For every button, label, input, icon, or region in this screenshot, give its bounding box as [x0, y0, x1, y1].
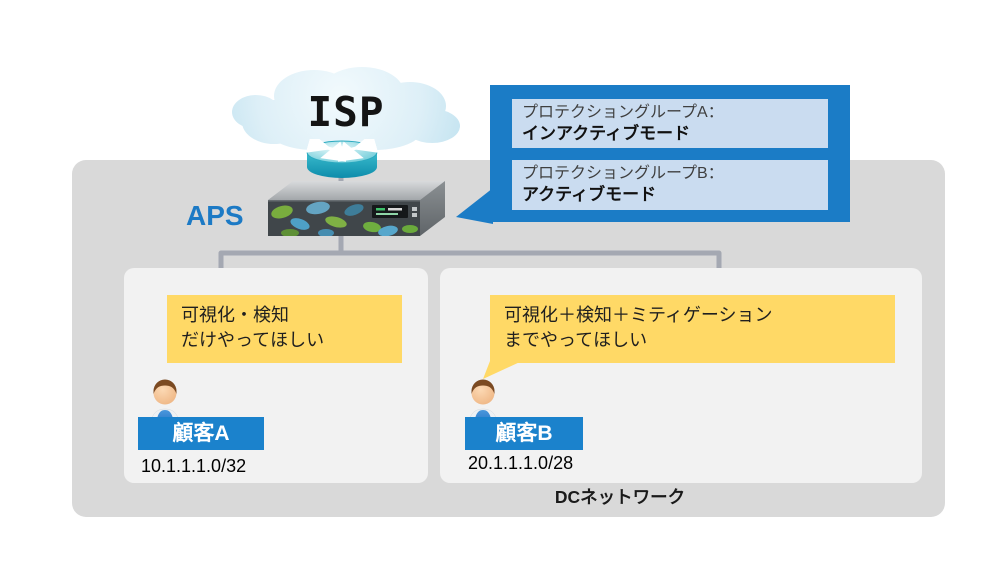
customer-a-request-note: 可視化・検知 だけやってほしい	[167, 295, 402, 363]
protection-group-a-box: プロテクショングループA： インアクティブモード	[512, 99, 828, 148]
protection-group-b-mode: アクティブモード	[522, 185, 657, 204]
customer-b-note-tail	[483, 361, 522, 379]
customer-b-request-note: 可視化＋検知＋ミティゲーション までやってほしい	[490, 295, 895, 363]
customer-a-request-line2: だけやってほしい	[181, 330, 325, 350]
aps-label: APS	[186, 200, 244, 231]
customer-a-network-address: 10.1.1.1.0/32	[141, 456, 247, 476]
customer-a-name-badge: 顧客A	[138, 417, 264, 450]
aps-appliance-icon	[268, 181, 445, 236]
protection-group-a-mode: インアクティブモード	[522, 124, 691, 143]
customer-b-network-address: 20.1.1.1.0/28	[468, 453, 574, 473]
callout-tail	[456, 188, 493, 224]
protection-group-b-box: プロテクショングループB： アクティブモード	[512, 160, 828, 210]
customer-b-request-line2: までやってほしい	[504, 330, 648, 350]
customer-a-request-line1: 可視化・検知	[181, 305, 289, 325]
router-icon	[305, 139, 379, 178]
customer-b-request-line1: 可視化＋検知＋ミティゲーション	[504, 305, 773, 325]
protection-group-b-title: プロテクショングループB：	[522, 165, 724, 182]
protection-group-a-title: プロテクショングループA：	[522, 104, 724, 121]
protection-mode-callout: プロテクショングループA： インアクティブモード プロテクショングループB： ア…	[490, 85, 850, 222]
isp-label: ISP	[307, 88, 385, 136]
dc-network-label: DCネットワーク	[554, 487, 686, 507]
customer-b-name-badge: 顧客B	[465, 417, 583, 450]
